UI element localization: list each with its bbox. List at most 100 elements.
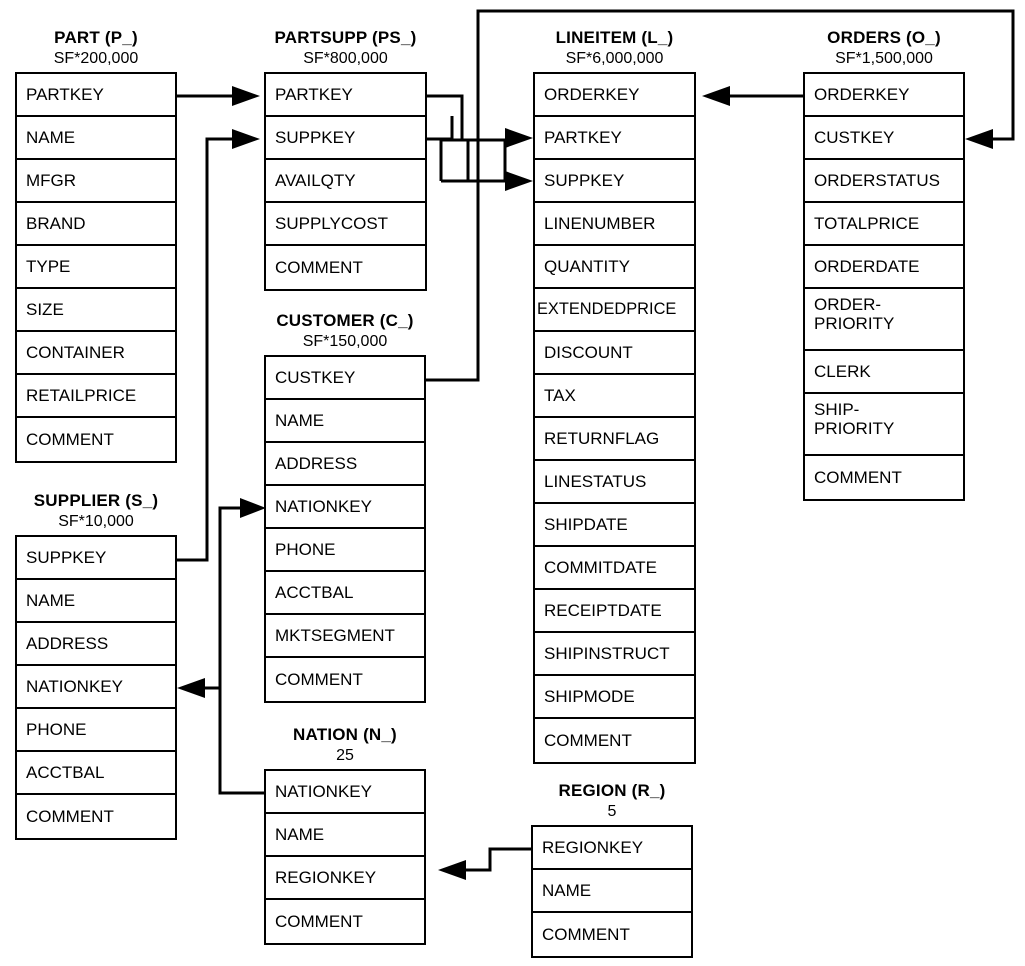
table-row[interactable]: RECEIPTDATE [535,590,694,633]
table-row[interactable]: NAME [266,814,424,857]
edge-partsupp-to-lineitem-keys [427,94,533,191]
table-row[interactable]: TAX [535,375,694,418]
table-partsupp-title: PARTSUPP (PS_) [274,28,417,47]
table-row[interactable]: ORDER-PRIORITY [805,289,963,351]
table-region-title: REGION (R_) [558,781,666,800]
table-row[interactable]: LINENUMBER [535,203,694,246]
table-partsupp-cardinality: SF*800,000 [303,50,388,67]
table-supplier-title: SUPPLIER (S_) [33,491,159,510]
edge-supplier-suppkey-to-partsupp-suppkey [177,129,260,562]
table-row[interactable]: PARTKEY [17,74,175,117]
table-lineitem-box: ORDERKEY PARTKEY SUPPKEY LINENUMBER QUAN… [533,72,696,764]
table-region-box: REGIONKEY NAME COMMENT [531,825,693,958]
table-row[interactable]: ADDRESS [266,443,424,486]
table-row[interactable]: COMMENT [266,658,424,701]
table-row[interactable]: NAME [17,580,175,623]
table-row[interactable]: SUPPKEY [266,117,425,160]
table-row[interactable]: LINESTATUS [535,461,694,504]
table-part-box: PARTKEY NAME MFGR BRAND TYPE SIZE CONTAI… [15,72,177,463]
table-orders-cardinality: SF*1,500,000 [835,50,933,67]
table-row[interactable]: NAME [533,870,691,913]
table-row[interactable]: COMMENT [17,418,175,461]
table-row[interactable]: RETURNFLAG [535,418,694,461]
table-nation-title: NATION (N_) [293,725,397,744]
table-partsupp-box: PARTKEY SUPPKEY AVAILQTY SUPPLYCOST COMM… [264,72,427,291]
edge-nation-nationkey-to-customer-and-supplier [177,498,266,795]
table-row[interactable]: CLERK [805,351,963,394]
table-row[interactable]: SUPPKEY [535,160,694,203]
table-row[interactable]: TOTALPRICE [805,203,963,246]
table-row-line: ORDER- [814,295,882,314]
table-supplier[interactable]: SUPPLIER (S_) SF*10,000 SUPPKEY NAME ADD… [15,491,177,840]
table-orders[interactable]: ORDERS (O_) SF*1,500,000 ORDERKEY CUSTKE… [803,28,965,501]
table-row[interactable]: SIZE [17,289,175,332]
table-row[interactable]: NATIONKEY [266,486,424,529]
table-nation-box: NATIONKEY NAME REGIONKEY COMMENT [264,769,426,945]
table-row[interactable]: TYPE [17,246,175,289]
table-row[interactable]: SHIP-PRIORITY [805,394,963,456]
table-row[interactable]: REGIONKEY [533,827,691,870]
table-row[interactable]: SHIPDATE [535,504,694,547]
table-row[interactable]: ORDERDATE [805,246,963,289]
table-row[interactable]: CONTAINER [17,332,175,375]
table-row[interactable]: COMMENT [17,795,175,838]
table-row-line: PRIORITY [814,419,895,438]
table-row[interactable]: COMMENT [533,913,691,956]
table-row[interactable]: ORDERSTATUS [805,160,963,203]
table-row[interactable]: ORDERKEY [805,74,963,117]
table-row[interactable]: DISCOUNT [535,332,694,375]
table-row[interactable]: ACCTBAL [17,752,175,795]
table-nation[interactable]: NATION (N_) 25 NATIONKEY NAME REGIONKEY … [264,725,426,945]
table-row[interactable]: NAME [266,400,424,443]
table-row[interactable]: SUPPKEY [17,537,175,580]
table-customer-cardinality: SF*150,000 [302,333,388,350]
table-partsupp[interactable]: PARTSUPP (PS_) SF*800,000 PARTKEY SUPPKE… [264,28,427,291]
table-orders-box: ORDERKEY CUSTKEY ORDERSTATUS TOTALPRICE … [803,72,965,501]
table-customer[interactable]: CUSTOMER (C_) SF*150,000 CUSTKEY NAME AD… [264,311,426,703]
table-part-cardinality: SF*200,000 [53,50,139,67]
table-row[interactable]: SUPPLYCOST [266,203,425,246]
table-row[interactable]: MKTSEGMENT [266,615,424,658]
table-lineitem-title: LINEITEM (L_) [555,28,674,47]
table-part-title: PART (P_) [54,28,138,47]
table-row[interactable]: MFGR [17,160,175,203]
table-row[interactable]: RETAILPRICE [17,375,175,418]
table-row[interactable]: PHONE [17,709,175,752]
table-row[interactable]: COMMENT [805,456,963,499]
table-row[interactable]: AVAILQTY [266,160,425,203]
table-supplier-cardinality: SF*10,000 [58,513,134,530]
table-row-line: PRIORITY [814,314,895,333]
table-row[interactable]: NATIONKEY [266,771,424,814]
table-row[interactable]: SHIPINSTRUCT [535,633,694,676]
table-row[interactable]: SHIPMODE [535,676,694,719]
table-row[interactable]: COMMENT [535,719,694,762]
table-lineitem-cardinality: SF*6,000,000 [565,50,664,67]
table-row[interactable]: ADDRESS [17,623,175,666]
table-row[interactable]: PHONE [266,529,424,572]
table-lineitem[interactable]: LINEITEM (L_) SF*6,000,000 ORDERKEY PART… [533,28,696,764]
table-row[interactable]: COMMENT [266,246,425,289]
edge-region-regionkey-to-nation-regionkey [438,847,531,880]
table-region-cardinality: 5 [607,803,617,820]
table-row[interactable]: NATIONKEY [17,666,175,709]
table-region[interactable]: REGION (R_) 5 REGIONKEY NAME COMMENT [531,781,693,958]
table-row[interactable]: PARTKEY [266,74,425,117]
table-row[interactable]: COMMENT [266,900,424,943]
table-row[interactable]: ACCTBAL [266,572,424,615]
table-row[interactable]: NAME [17,117,175,160]
table-supplier-box: SUPPKEY NAME ADDRESS NATIONKEY PHONE ACC… [15,535,177,840]
table-row[interactable]: BRAND [17,203,175,246]
table-row[interactable]: COMMITDATE [535,547,694,590]
table-row-line: SHIP- [814,400,860,419]
table-customer-title: CUSTOMER (C_) [276,311,414,330]
table-row[interactable]: CUSTKEY [805,117,963,160]
table-row[interactable]: QUANTITY [535,246,694,289]
table-row[interactable]: PARTKEY [535,117,694,160]
table-part[interactable]: PART (P_) SF*200,000 PARTKEY NAME MFGR B… [15,28,177,463]
table-nation-cardinality: 25 [336,747,354,764]
table-row[interactable]: EXTENDEDPRICE [535,289,694,332]
table-row[interactable]: CUSTKEY [266,357,424,400]
table-row[interactable]: ORDERKEY [535,74,694,117]
table-row[interactable]: REGIONKEY [266,857,424,900]
table-orders-title: ORDERS (O_) [827,28,941,47]
